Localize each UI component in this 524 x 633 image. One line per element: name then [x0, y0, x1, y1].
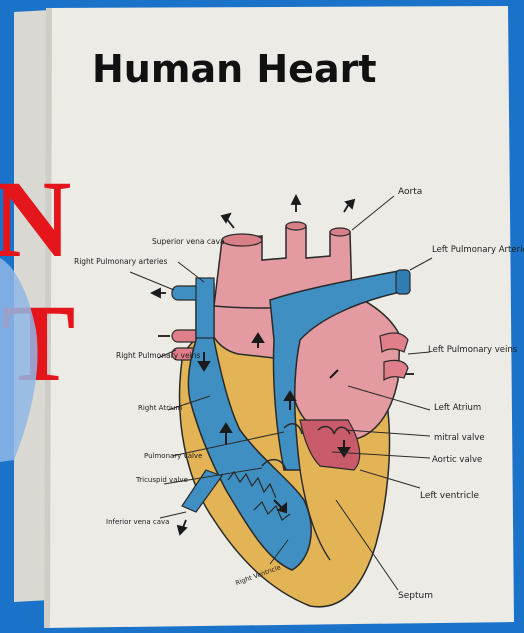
label-aortic-valve: Aortic valve	[432, 455, 482, 465]
page-title: Human Heart	[92, 47, 377, 91]
label-left-ventricle: Left ventricle	[420, 491, 480, 501]
background-letter-n: N	[0, 158, 71, 280]
label-right-pulmonary-veins: Right Pulmonary veins	[116, 351, 200, 360]
label-superior-vena-cava: Superior vena cava	[152, 237, 225, 246]
label-right-pulmonary-arteries: Right Pulmonary arteries	[74, 257, 168, 266]
label-mitral-valve: mitral valve	[434, 433, 485, 443]
left-pulmonary-vein-1	[380, 333, 408, 352]
label-left-atrium: Left Atrium	[434, 403, 481, 413]
vessel-top-2	[286, 222, 306, 230]
label-pulmonary-valve: Pulmonary valve	[144, 452, 202, 460]
vessel-top-1	[222, 234, 262, 246]
left-pulmonary-vein-2	[384, 360, 408, 380]
label-left-pulmonary-veins: Left Pulmonary veins	[428, 345, 518, 355]
label-right-atrium: Right Atrium	[138, 404, 182, 412]
label-inferior-vena-cava: Inferior vena cava	[106, 518, 169, 526]
label-tricuspid-valve: Tricuspid valve	[135, 476, 188, 484]
label-septum: Septum	[398, 591, 433, 601]
vessel-top-3	[330, 228, 350, 236]
label-aorta: Aorta	[398, 187, 422, 197]
superior-vena-cava	[196, 278, 214, 338]
label-left-pulmonary-arteries: Left Pulmonary Arteries	[432, 245, 524, 255]
left-pulmonary-artery-end	[396, 270, 410, 294]
